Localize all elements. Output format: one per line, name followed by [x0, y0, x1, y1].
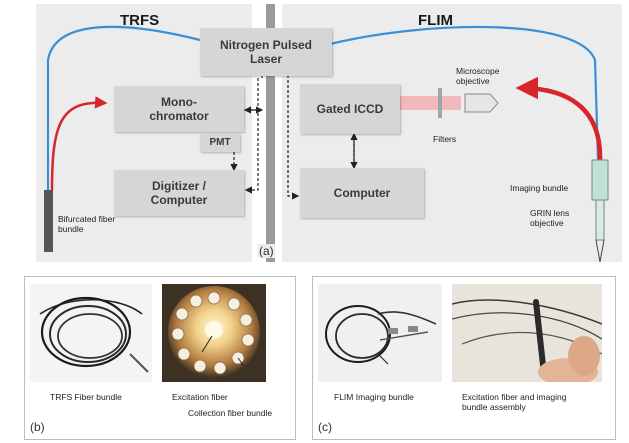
red-fiber-trfs: [50, 96, 108, 191]
filters-glyph: [438, 88, 442, 118]
label-fiber-assembly: Excitation fiber and imaging bundle asse…: [462, 392, 567, 412]
box-digitizer: Digitizer / Computer: [114, 170, 244, 216]
box-pmt: PMT: [200, 134, 240, 152]
box-monochromator: Mono-chromator: [114, 86, 244, 132]
label-imaging-bundle: Imaging bundle: [510, 183, 569, 193]
dashed-laser-computer: [287, 60, 300, 200]
heading-trfs: TRFS: [120, 12, 160, 29]
box-nitrogen-laser: Nitrogen Pulsed Laser: [200, 28, 332, 76]
label-collection-fiber: Collection fiber bundle: [188, 408, 273, 418]
blue-fiber-flim: [329, 25, 600, 161]
label-excitation-fiber: Excitation fiber: [172, 392, 228, 402]
label-flim-imaging-bundle: FLIM Imaging bundle: [334, 392, 414, 402]
label-grin-lens: GRIN lens objective: [530, 208, 570, 228]
label-trfs-fiber-bundle: TRFS Fiber bundle: [50, 392, 122, 402]
photo-trfs-fiber-bundle: [30, 284, 152, 382]
photo-fiber-assembly: [452, 284, 602, 382]
box-computer: Computer: [300, 168, 424, 218]
center-divider: [266, 4, 275, 262]
red-fiber-flim: [515, 76, 603, 163]
photo-flim-imaging-bundle: [318, 284, 442, 382]
grin-lens-glyph: [595, 199, 605, 241]
blue-fiber-trfs: [46, 25, 201, 190]
photo-fiber-face: [162, 284, 266, 382]
label-filters: Filters: [433, 134, 457, 144]
label-panel-a: (a): [258, 244, 275, 258]
label-panel-b: (b): [30, 420, 45, 434]
light-beam: [399, 96, 461, 110]
panel-a-connections: [44, 25, 609, 263]
label-microscope: Microscope objective: [456, 66, 500, 86]
bifurcated-fiber-glyph: [44, 190, 53, 252]
grin-lens-tip: [595, 239, 605, 263]
microscope-objective-glyph: [464, 93, 499, 113]
heading-flim: FLIM: [418, 12, 453, 29]
label-panel-c: (c): [318, 420, 332, 434]
dashed-laser-digitizer: [244, 78, 259, 194]
imaging-bundle-glyph: [591, 159, 609, 201]
label-bifurcated: Bifurcated fiber bundle: [58, 214, 116, 234]
box-gated-iccd: Gated ICCD: [300, 84, 400, 134]
